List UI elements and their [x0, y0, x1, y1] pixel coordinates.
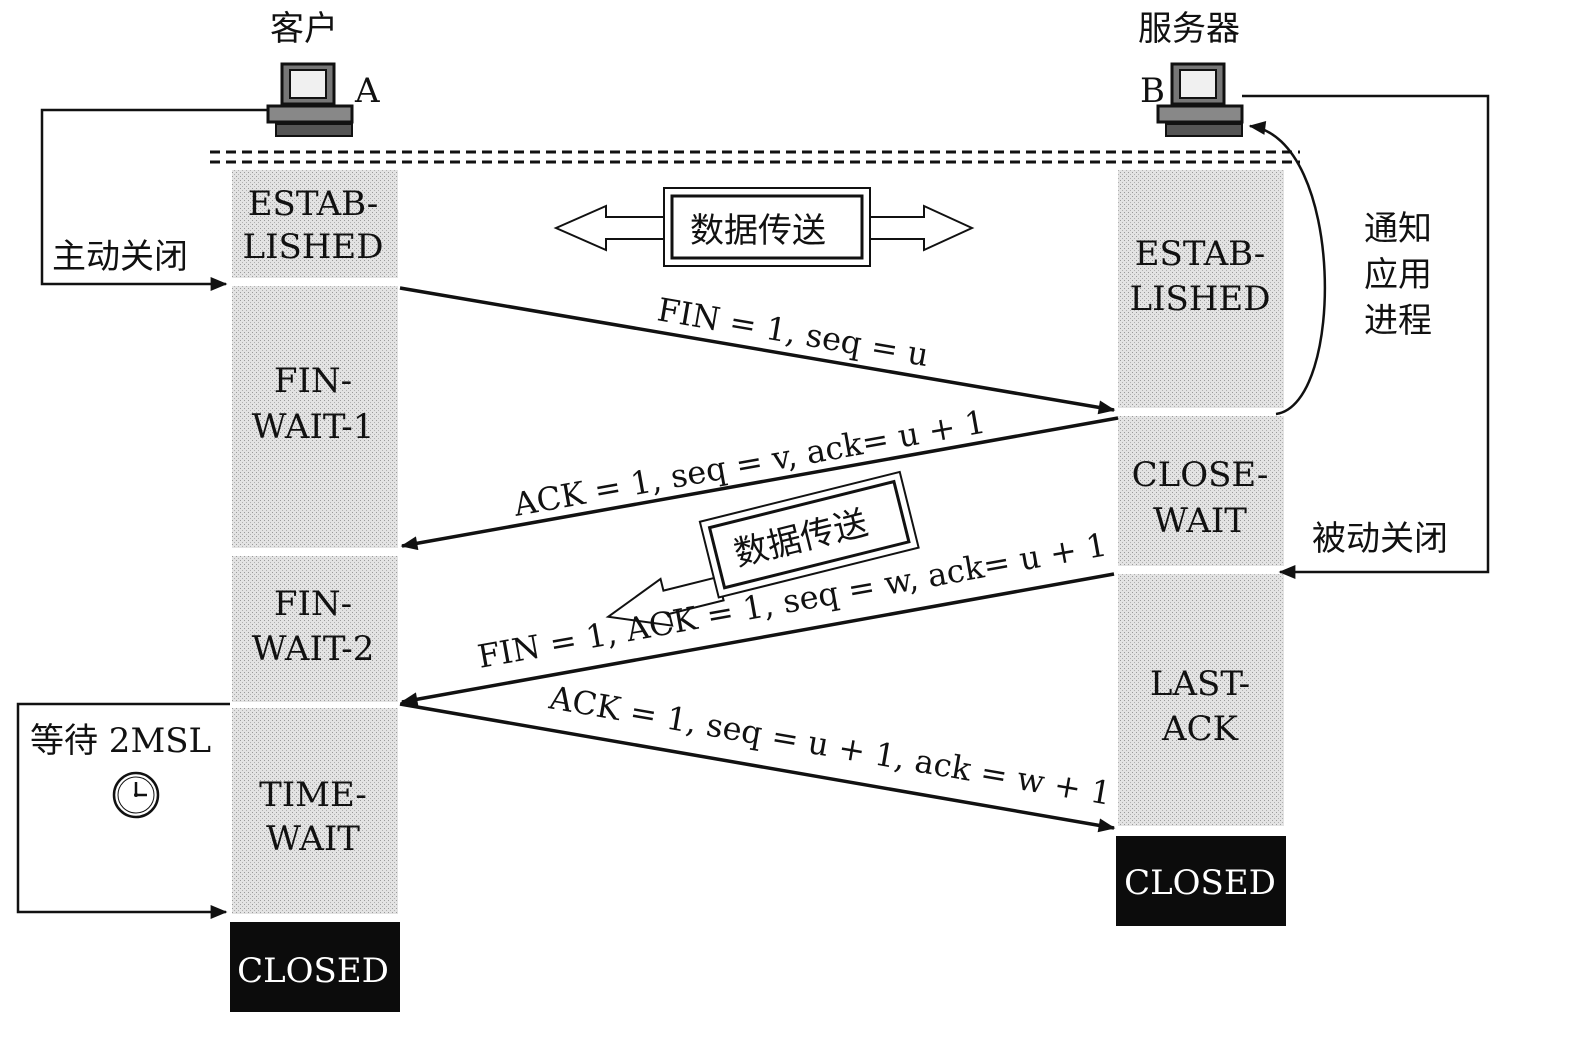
notify-label: 通知 — [1364, 209, 1432, 249]
data-transfer-mid: 数据传送 — [605, 470, 920, 627]
closed-label: CLOSED — [237, 951, 389, 991]
state-label: LAST- — [1150, 664, 1250, 704]
computer-icon — [266, 62, 354, 137]
fin-message: FIN = 1, seq = u — [655, 290, 932, 374]
client-state-closed: CLOSED — [230, 922, 400, 1012]
state-label: LISHED — [242, 227, 383, 267]
state-label: ACK — [1161, 709, 1239, 749]
closed-label: CLOSED — [1124, 863, 1276, 903]
server-state-close-wait: CLOSE- WAIT — [1118, 416, 1284, 566]
client-state-time-wait: TIME- WAIT — [232, 708, 398, 914]
state-label: WAIT-2 — [252, 629, 375, 669]
fin-ack-arrow — [400, 572, 1115, 707]
notify-label: 应用 — [1364, 255, 1432, 295]
client-state-fin-wait-2: FIN- WAIT-2 — [232, 556, 398, 702]
active-close-label: 主动关闭 — [52, 237, 188, 277]
state-label: CLOSE- — [1132, 455, 1269, 495]
data-transfer-label: 数据传送 — [690, 211, 826, 251]
state-label: ESTAB- — [1135, 234, 1266, 274]
client-state-established: ESTAB- LISHED — [232, 170, 398, 278]
client-state-fin-wait-1: FIN- WAIT-1 — [232, 286, 398, 548]
server-title: 服务器 — [1138, 9, 1240, 49]
ack-message: ACK = 1, seq = v, ack= u + 1 — [510, 403, 989, 524]
ack-arrow — [400, 416, 1119, 551]
wait-2msl-line — [16, 702, 230, 919]
server-state-closed: CLOSED — [1116, 836, 1286, 926]
state-label: WAIT — [1153, 501, 1247, 541]
active-close-line — [40, 108, 268, 291]
notify-label: 进程 — [1364, 301, 1432, 341]
state-label: WAIT — [266, 819, 360, 859]
state-label: FIN- — [274, 584, 352, 624]
client-title: 客户 — [270, 9, 338, 49]
state-label: LISHED — [1129, 279, 1270, 319]
wait-2msl-label: 等待 2MSL — [30, 721, 211, 761]
final-ack-arrow — [399, 702, 1116, 833]
passive-close-line — [1242, 94, 1490, 579]
computer-icon — [1156, 62, 1244, 137]
state-label: WAIT-1 — [252, 407, 375, 447]
client-host-label: A — [354, 71, 380, 111]
state-label: FIN- — [274, 361, 352, 401]
data-transfer-top: 数据传送 — [553, 187, 975, 267]
server-state-last-ack: LAST- ACK — [1118, 574, 1284, 826]
state-label: TIME- — [259, 775, 367, 815]
fin-arrow — [399, 286, 1116, 415]
state-label: ESTAB- — [248, 184, 379, 224]
clock-icon — [112, 771, 160, 819]
notify-arrow — [1248, 121, 1327, 416]
passive-close-label: 被动关闭 — [1312, 519, 1448, 559]
server-host-label: B — [1140, 71, 1165, 111]
server-state-established: ESTAB- LISHED — [1118, 170, 1284, 408]
